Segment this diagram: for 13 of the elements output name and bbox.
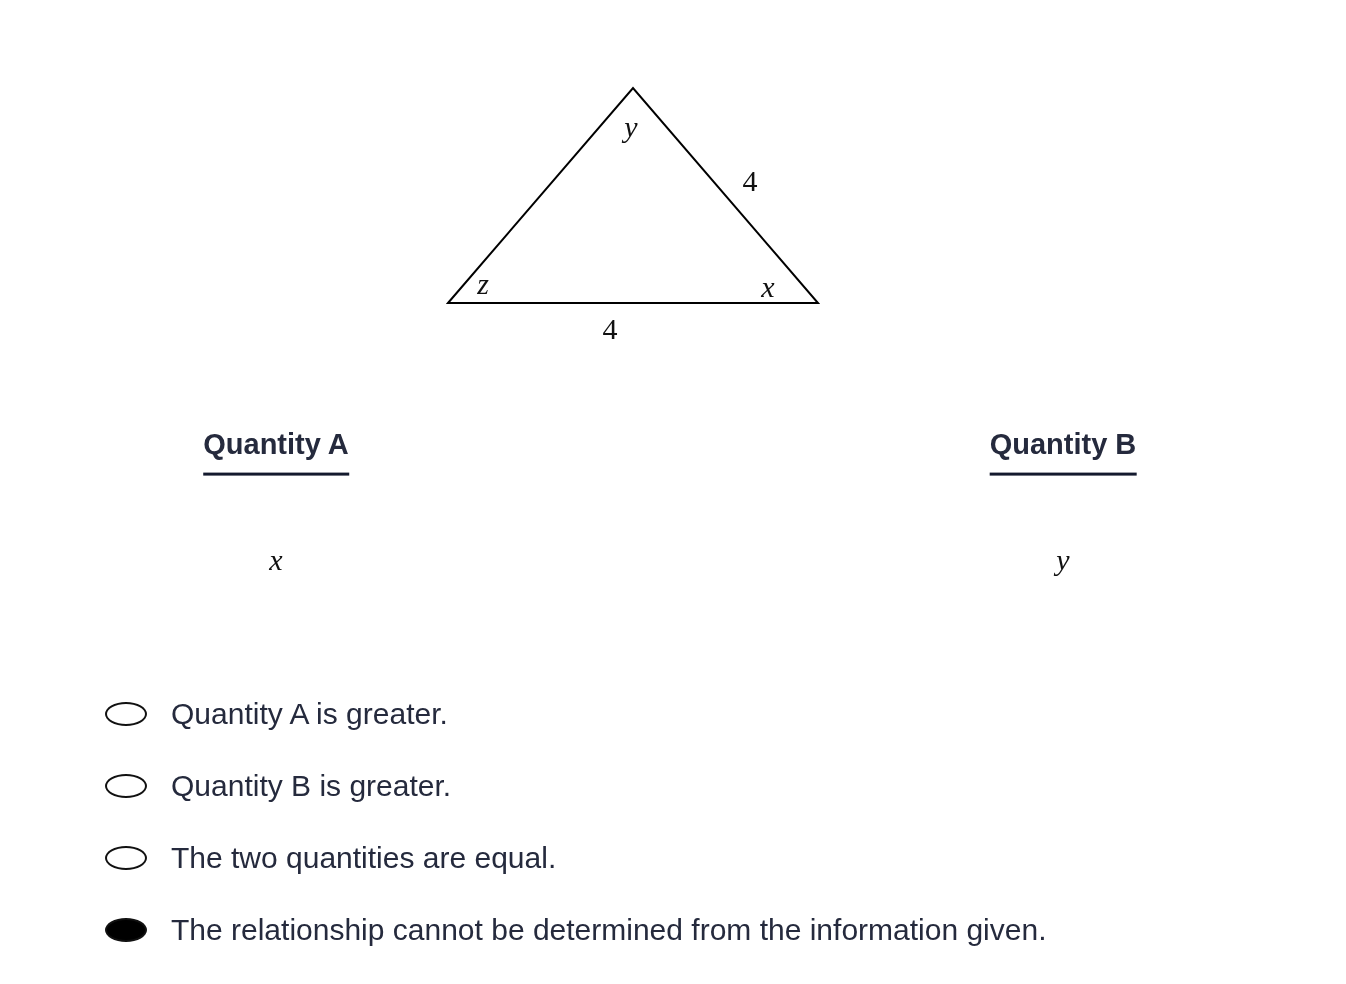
quantity-value: y (1056, 543, 1070, 577)
angle-label: z (477, 267, 489, 301)
quantity-value: x (269, 543, 283, 577)
answer-option-text: Quantity B is greater. (171, 769, 452, 803)
answer-option-text: Quantity A is greater. (171, 697, 448, 731)
answer-option-text: The relationship cannot be determined from the information given. (171, 913, 1047, 947)
column-heading: Quantity A (203, 427, 349, 476)
answer-option-text: The two quantities are equal. (171, 841, 557, 875)
angle-label: x (761, 270, 775, 304)
column-heading: Quantity B (989, 427, 1137, 476)
side-length-label: 4 (602, 312, 618, 346)
angle-label: y (624, 110, 638, 144)
side-length-label: 4 (742, 164, 758, 198)
